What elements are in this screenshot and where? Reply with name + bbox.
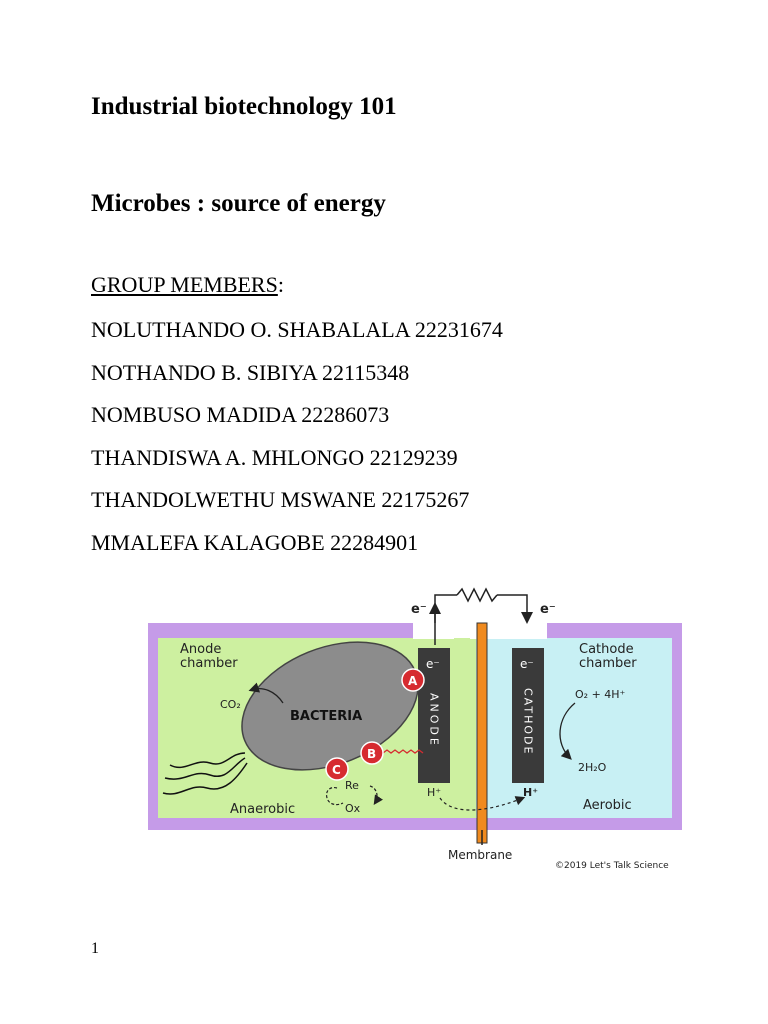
bacteria-label: BACTERIA xyxy=(290,709,362,724)
microbial-fuel-cell-diagram: e⁻ e⁻ Membrane e⁻ ANODE e⁻ CATHODE BACTE… xyxy=(145,583,685,873)
group-members-heading: GROUP MEMBERS: xyxy=(91,272,284,298)
document-title: Industrial biotechnology 101 xyxy=(91,93,397,120)
aerobic-label: Aerobic xyxy=(583,798,632,813)
redox-cycle-arrow xyxy=(325,786,344,806)
redox-cycle-arrow xyxy=(369,785,383,805)
circuit-wire xyxy=(434,594,457,645)
nanowire xyxy=(382,749,424,754)
anode-electrode xyxy=(418,648,450,783)
anode-chamber-line1: Anode xyxy=(180,642,221,657)
reaction-arrow xyxy=(559,702,576,760)
cathode-opening xyxy=(470,621,547,639)
proton-path xyxy=(439,796,526,811)
anode-electron-label: e⁻ xyxy=(426,657,440,671)
marker-b xyxy=(360,741,384,765)
group-members-label: GROUP MEMBERS xyxy=(91,272,278,297)
cathode-chamber-label: Cathode chamber xyxy=(579,642,638,671)
anaerobic-label: Anaerobic xyxy=(230,802,295,817)
oxygen-reaction-label: O₂ + 4H⁺ xyxy=(575,688,626,701)
flagella-icon xyxy=(169,752,246,769)
membrane-label: Membrane xyxy=(448,848,512,862)
proton-label-right: H⁺ xyxy=(523,786,538,799)
flagella-icon xyxy=(162,762,248,795)
marker-a xyxy=(401,668,425,692)
anode-chamber-label: Anode chamber xyxy=(180,642,238,671)
marker-b-label: B xyxy=(367,747,376,761)
group-members-colon: : xyxy=(277,272,284,297)
member-item: NOLUTHANDO O. SHABALALA 22231674 xyxy=(91,317,503,342)
page-number: 1 xyxy=(91,940,99,957)
marker-a-label: A xyxy=(408,674,418,688)
proton-label-left: H⁺ xyxy=(427,786,441,799)
redox-ox-label: Ox xyxy=(345,802,361,815)
flagella-icon xyxy=(164,757,246,780)
member-item: THANDISWA A. MHLONGO 22129239 xyxy=(91,444,458,470)
anode-chamber-line2: chamber xyxy=(180,656,238,671)
cathode-chamber-line2: chamber xyxy=(579,656,637,671)
cathode-electron-label: e⁻ xyxy=(520,657,534,671)
anode-electrode-label: ANODE xyxy=(428,693,441,748)
anode-opening xyxy=(413,621,454,639)
member-item: NOTHANDO B. SIBIYA 22115348 xyxy=(91,359,410,385)
electron-label-left: e⁻ xyxy=(411,602,427,617)
circuit-wire xyxy=(497,594,533,624)
cathode-electrode-label: CATHODE xyxy=(522,688,535,755)
document-subtitle: Microbes : source of energy xyxy=(91,190,386,217)
copyright-label: ©2019 Let's Talk Science xyxy=(555,861,669,871)
marker-c-label: C xyxy=(332,763,341,777)
electron-label-right: e⁻ xyxy=(540,602,556,617)
member-list: NOLUTHANDO O. SHABALALA 22231674 NOTHAND… xyxy=(91,316,503,571)
marker-c xyxy=(325,757,349,781)
cathode-chamber-line1: Cathode xyxy=(579,642,634,657)
redox-re-label: Re xyxy=(345,779,359,792)
member-item: THANDOLWETHU MSWANE 22175267 xyxy=(91,487,470,512)
water-label: 2H₂O xyxy=(578,761,607,774)
member-item: MMALEFA KALAGOBE 22284901 xyxy=(91,529,419,555)
cathode-fluid xyxy=(476,638,672,818)
member-item: NOMBUSO MADIDA 22286073 xyxy=(91,402,390,427)
co2-label: CO₂ xyxy=(220,698,241,711)
co2-arrow xyxy=(248,682,284,704)
cathode-electrode xyxy=(512,648,544,783)
resistor-icon xyxy=(456,587,498,603)
